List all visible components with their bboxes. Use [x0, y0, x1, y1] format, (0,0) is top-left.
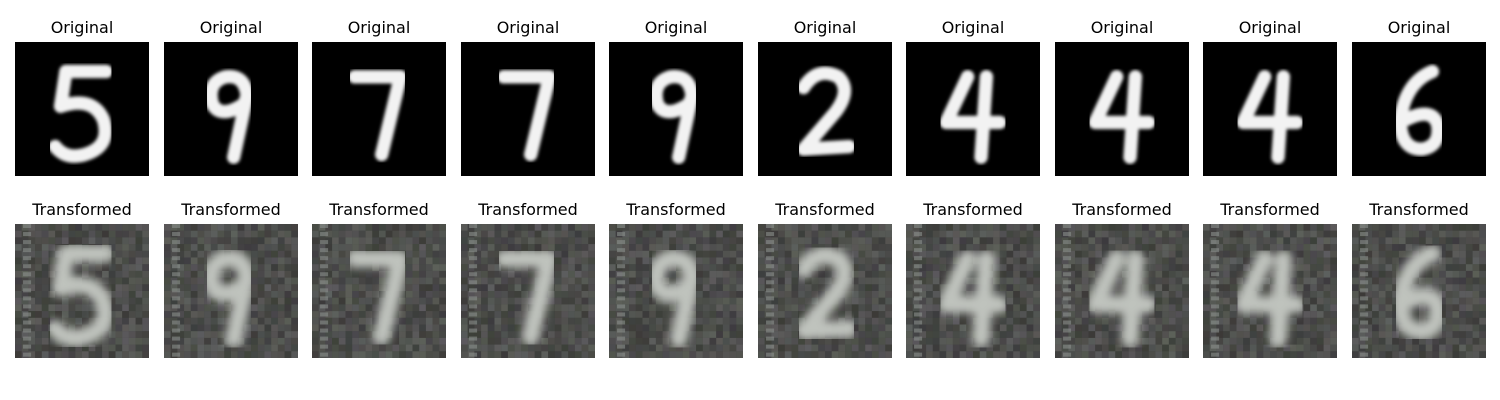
digit-stroke [937, 250, 1009, 348]
transformed-digit-image [164, 224, 298, 358]
transformed-digit-image [1203, 224, 1337, 358]
original-digit-image [1352, 42, 1486, 176]
transformed-digit-image [461, 224, 595, 358]
panel-title: Transformed [1369, 200, 1469, 219]
digit-stroke [495, 250, 559, 346]
transformed-digit-image [312, 224, 446, 358]
image-background [1055, 42, 1189, 176]
panel-title: Transformed [626, 200, 726, 219]
digit-stroke [647, 249, 701, 348]
panel-title: Original [1238, 18, 1302, 37]
panel-title: Transformed [181, 200, 281, 219]
panel-title: Transformed [775, 200, 875, 219]
digit-stroke [1234, 250, 1306, 348]
transformed-digit-image [609, 224, 743, 358]
image-background [906, 42, 1040, 176]
digit-stroke [348, 70, 408, 162]
original-digit-image [1055, 42, 1189, 176]
transformed-digit-image [1352, 224, 1486, 358]
panel-title: Original [941, 18, 1005, 37]
original-digit-image [609, 42, 743, 176]
digit-stroke [796, 66, 856, 156]
digit-stroke [1391, 244, 1447, 340]
panel-title: Original [644, 18, 708, 37]
image-background [1203, 42, 1337, 176]
digit-stroke [202, 249, 256, 348]
digit-stroke [794, 246, 858, 340]
panel-title: Original [347, 18, 411, 37]
digit-stroke [46, 244, 115, 347]
original-digit-image [906, 42, 1040, 176]
original-digit-image [461, 42, 595, 176]
panel-title: Original [50, 18, 114, 37]
original-digit-image [15, 42, 149, 176]
panel-title: Transformed [32, 200, 132, 219]
panel-title: Transformed [478, 200, 578, 219]
digit-stroke [939, 70, 1007, 164]
panel-title: Original [1387, 18, 1451, 37]
digit-stroke [204, 69, 254, 164]
panel-title: Original [1090, 18, 1154, 37]
digit-stroke [1236, 70, 1304, 164]
panel-title: Transformed [1220, 200, 1320, 219]
transformed-digit-image [906, 224, 1040, 358]
panel-title: Transformed [329, 200, 429, 219]
digit-stroke [649, 69, 699, 164]
panel-title: Original [199, 18, 263, 37]
panel-title: Original [793, 18, 857, 37]
digit-stroke [1393, 64, 1445, 156]
digit-stroke [497, 70, 557, 162]
digit-stroke [1086, 250, 1158, 348]
digit-stroke [48, 64, 113, 163]
transformed-digit-image [758, 224, 892, 358]
original-digit-image [758, 42, 892, 176]
digit-stroke [1088, 70, 1156, 164]
original-digit-image [1203, 42, 1337, 176]
panel-title: Transformed [923, 200, 1023, 219]
panel-title: Transformed [1072, 200, 1172, 219]
transformed-digit-image [15, 224, 149, 358]
image-background [758, 42, 892, 176]
panel-title: Original [496, 18, 560, 37]
original-digit-image [312, 42, 446, 176]
digit-stroke [346, 250, 410, 346]
transformed-digit-image [1055, 224, 1189, 358]
original-digit-image [164, 42, 298, 176]
